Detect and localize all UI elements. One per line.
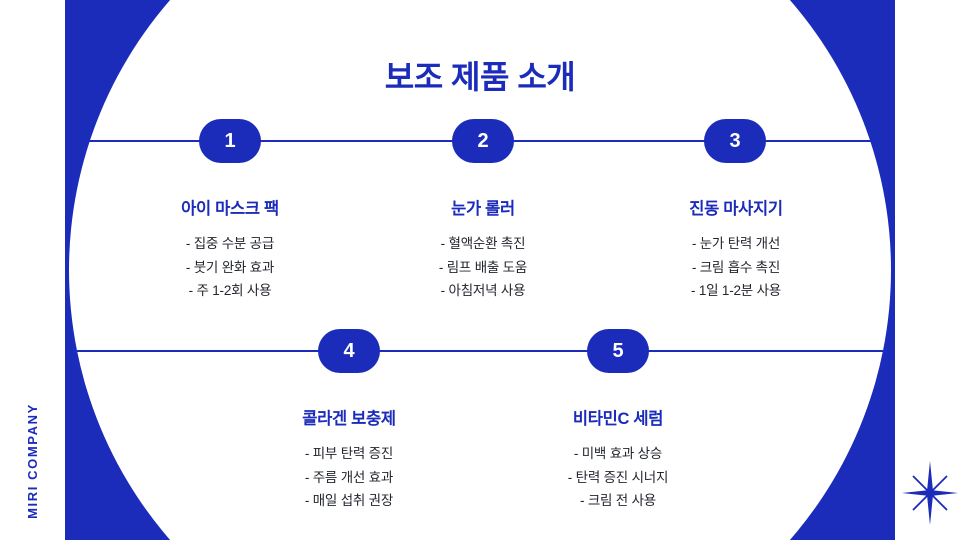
brand-vertical-label: MIRI COMPANY <box>25 403 40 519</box>
product-bullet: - 붓기 완화 효과 <box>185 259 275 275</box>
product-bullet: - 림프 배출 도움 <box>438 259 528 275</box>
white-circle-backdrop <box>69 0 891 540</box>
product-bullet: - 주 1-2회 사용 <box>188 283 272 298</box>
product-card-2: 눈가 롤러 - 혈액순환 촉진 - 림프 배출 도움 - 아침저녁 사용 <box>373 195 593 303</box>
product-bullet: - 미백 효과 상승 <box>573 446 663 461</box>
product-card-1: 아이 마스크 팩 - 집중 수분 공급 - 붓기 완화 효과 - 주 1-2회 … <box>120 195 340 303</box>
product-card-5: 비타민C 세럼 - 미백 효과 상승 - 탄력 증진 시너지 - 크림 전 사용 <box>508 405 728 513</box>
product-card-3: 진동 마사지기 - 눈가 탄력 개선 - 크림 흡수 촉진 - 1일 1-2분 … <box>626 195 846 303</box>
product-name: 눈가 롤러 <box>451 200 515 218</box>
step-badge-3: 3 <box>704 119 766 163</box>
product-card-4: 콜라겐 보충제 - 피부 탄력 증진 - 주름 개선 효과 - 매일 섭취 권장 <box>239 405 459 513</box>
step-number: 3 <box>729 129 741 152</box>
product-bullet: - 크림 흡수 촉진 <box>691 259 781 275</box>
product-bullet: - 집중 수분 공급 <box>185 236 275 251</box>
product-bullet: - 탄력 증진 시너지 <box>567 469 669 485</box>
page-title: 보조 제품 소개 <box>384 59 576 95</box>
product-name: 비타민C 세럼 <box>572 410 664 428</box>
product-bullet: - 매일 섭취 권장 <box>304 493 394 508</box>
product-bullet: - 눈가 탄력 개선 <box>691 236 781 251</box>
product-name: 진동 마사지기 <box>689 200 783 218</box>
step-number: 5 <box>612 339 624 362</box>
product-name: 아이 마스크 팩 <box>181 200 279 218</box>
step-badge-1: 1 <box>199 119 261 163</box>
product-name: 콜라겐 보충제 <box>302 410 396 428</box>
product-bullet: - 아침저녁 사용 <box>440 283 526 298</box>
product-bullet: - 피부 탄력 증진 <box>304 446 394 461</box>
product-bullet: - 혈액순환 촉진 <box>440 236 526 251</box>
step-number: 2 <box>477 129 489 152</box>
timeline-row2-line <box>77 350 883 352</box>
step-number: 4 <box>343 339 355 362</box>
step-badge-5: 5 <box>587 329 649 373</box>
step-badge-2: 2 <box>452 119 514 163</box>
step-number: 1 <box>224 129 236 152</box>
step-badge-4: 4 <box>318 329 380 373</box>
product-bullet: - 주름 개선 효과 <box>304 469 394 485</box>
product-bullet: - 크림 전 사용 <box>579 493 657 508</box>
sparkle-icon <box>902 461 958 525</box>
product-bullet: - 1일 1-2분 사용 <box>690 283 782 298</box>
